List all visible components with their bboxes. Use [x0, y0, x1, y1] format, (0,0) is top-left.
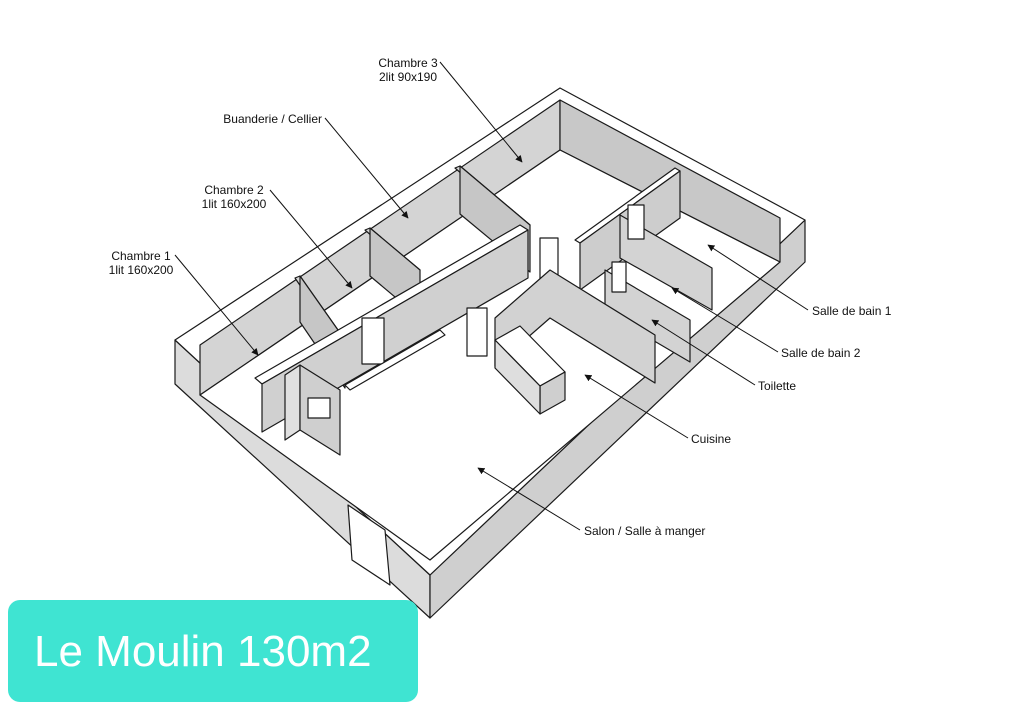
label-chambre2-bed: 1lit 160x200 — [201, 197, 267, 211]
pillar-face-left — [284, 364, 301, 441]
wall-sdb2-toilette — [604, 269, 691, 363]
label-chambre1: Chambre 1 1lit 160x200 — [109, 249, 174, 277]
door-ch2 — [361, 317, 385, 365]
title-badge: Le Moulin 130m2 — [8, 600, 418, 702]
leader-sdb1 — [707, 244, 809, 311]
label-chambre3-bed: 2lit 90x190 — [378, 70, 438, 84]
label-chambre2-name: Chambre 2 — [204, 183, 264, 197]
leader-chambre2 — [269, 189, 353, 289]
leader-buanderie — [324, 117, 409, 219]
entrance-door — [347, 504, 391, 586]
leader-salon — [477, 467, 581, 531]
corridor-wall-face — [261, 229, 529, 433]
salon-ledge — [344, 329, 446, 391]
leader-cuisine — [584, 374, 689, 439]
leader-sdb2 — [671, 287, 779, 353]
label-sdb1: Salle de bain 1 — [812, 304, 892, 318]
label-chambre3: Chambre 3 2lit 90x190 — [378, 56, 437, 84]
label-toilette: Toilette — [758, 379, 797, 393]
leader-chambre3 — [439, 61, 523, 163]
leader-toilette — [651, 319, 756, 386]
label-cuisine: Cuisine — [691, 432, 732, 446]
label-chambre2: Chambre 2 1lit 160x200 — [202, 183, 267, 211]
label-chambre1-name: Chambre 1 — [111, 249, 171, 263]
leader-chambre1 — [174, 254, 259, 356]
door-sdb2 — [611, 261, 627, 293]
doorway-ch1 — [307, 397, 331, 419]
label-chambre1-bed: 1lit 160x200 — [108, 263, 174, 277]
door-sdb1 — [627, 204, 645, 240]
title-text: Le Moulin 130m2 — [34, 627, 372, 676]
label-salon: Salon / Salle à manger — [584, 524, 706, 538]
label-chambre3-name: Chambre 3 — [378, 56, 438, 70]
label-sdb2: Salle de bain 2 — [781, 346, 861, 360]
kitchen-counter-side — [494, 339, 541, 415]
label-buanderie: Buanderie / Cellier — [223, 112, 322, 126]
door-buand — [466, 307, 488, 357]
